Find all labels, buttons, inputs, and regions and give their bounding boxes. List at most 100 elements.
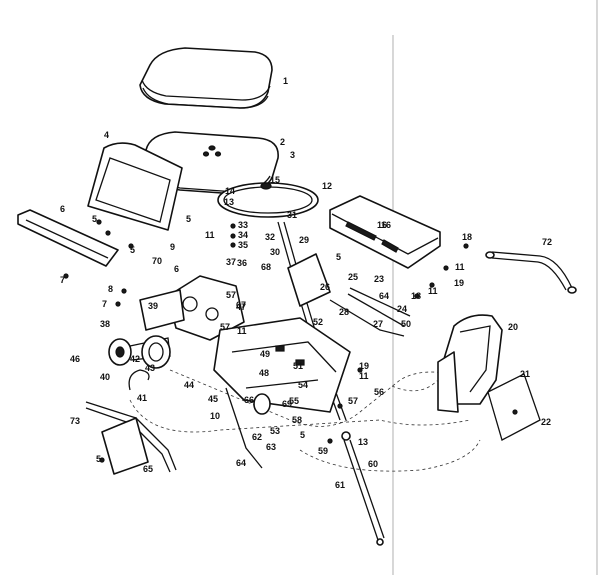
part-number-11: 11 — [455, 262, 465, 272]
part-number-18: 18 — [462, 232, 472, 242]
part-number-30: 30 — [270, 247, 280, 257]
part-number-38: 38 — [100, 319, 110, 329]
part-number-34: 34 — [238, 230, 248, 240]
lever-rod — [85, 401, 177, 473]
side-plate — [487, 373, 541, 441]
part-number-64: 64 — [379, 291, 389, 301]
part-number-59: 59 — [318, 446, 328, 456]
throttle-rod — [485, 251, 577, 294]
part-number-45: 45 — [208, 394, 218, 404]
part-number-64: 64 — [236, 458, 246, 468]
bracket — [287, 253, 331, 307]
part-number-56: 56 — [374, 387, 384, 397]
part-number-32: 32 — [265, 232, 275, 242]
part-number-15: 15 — [270, 175, 280, 185]
part-number-62: 62 — [252, 432, 262, 442]
part-number-53: 53 — [270, 426, 280, 436]
idler-pulley — [253, 393, 271, 415]
seat-cushion — [139, 47, 273, 109]
part-number-16: 16 — [381, 220, 391, 230]
part-number-49: 49 — [260, 349, 270, 359]
part-number-29: 29 — [299, 235, 309, 245]
part-number-52: 52 — [313, 317, 323, 327]
part-number-65: 65 — [143, 464, 153, 474]
part-number-63: 63 — [266, 442, 276, 452]
seat-emblem-label: 16 — [377, 220, 387, 230]
part-number-1: 1 — [283, 76, 288, 86]
hood-panel: 16 — [329, 195, 441, 269]
part-number-10: 10 — [210, 411, 220, 421]
part-number-42: 42 — [130, 354, 140, 364]
part-number-31: 31 — [287, 210, 297, 220]
mount-plate — [101, 417, 149, 475]
ground-outline — [299, 439, 481, 472]
part-number-35: 35 — [238, 240, 248, 250]
part-number-61: 61 — [335, 480, 345, 490]
part-number-11: 11 — [359, 371, 369, 381]
part-number-47: 47 — [236, 302, 246, 312]
part-number-50: 50 — [401, 319, 411, 329]
part-number-11: 11 — [237, 326, 247, 336]
ground-outline — [391, 379, 439, 392]
part-number-73: 73 — [70, 416, 80, 426]
frame-plate — [213, 317, 351, 413]
part-number-48: 48 — [259, 368, 269, 378]
part-number-46: 46 — [70, 354, 80, 364]
part-number-28: 28 — [339, 307, 349, 317]
shift-lever — [341, 431, 385, 546]
drive-belt — [129, 399, 471, 433]
part-number-11: 11 — [205, 230, 215, 240]
part-number-55: 55 — [289, 396, 299, 406]
part-number-13: 13 — [224, 197, 234, 207]
drive-pulley — [108, 335, 171, 369]
hardware-fasteners — [63, 219, 518, 463]
part-number-36: 36 — [237, 258, 247, 268]
part-number-5: 5 — [336, 252, 341, 262]
brake-rods — [329, 287, 411, 337]
retaining-clip — [128, 369, 150, 391]
part-number-44: 44 — [184, 380, 194, 390]
part-number-69: 69 — [282, 399, 292, 409]
part-number-66: 66 — [244, 395, 254, 405]
part-number-26: 26 — [320, 282, 330, 292]
part-number-6: 6 — [60, 204, 65, 214]
part-number-57: 57 — [220, 322, 230, 332]
part-number-12: 12 — [322, 181, 332, 191]
part-number-27: 27 — [373, 319, 383, 329]
part-number-5: 5 — [92, 214, 97, 224]
part-number-5: 5 — [130, 245, 135, 255]
part-number-25: 25 — [348, 272, 358, 282]
part-number-5: 5 — [96, 454, 101, 464]
part-number-51: 51 — [293, 361, 303, 371]
part-number-23: 23 — [374, 274, 384, 284]
part-number-21: 21 — [520, 369, 530, 379]
part-number-43: 43 — [145, 363, 155, 373]
part-number-6: 6 — [174, 264, 179, 274]
seat-mount-bar — [17, 209, 119, 267]
part-number-11: 11 — [428, 286, 438, 296]
part-number-22: 22 — [541, 417, 551, 427]
part-number-14: 14 — [225, 186, 235, 196]
part-number-19: 19 — [359, 361, 369, 371]
part-number-7: 7 — [102, 299, 107, 309]
part-number-54: 54 — [298, 380, 308, 390]
part-number-57: 57 — [226, 290, 236, 300]
part-number-3: 3 — [290, 150, 295, 160]
dash-tower — [139, 275, 245, 341]
part-number-8: 8 — [108, 284, 113, 294]
part-number-2: 2 — [280, 137, 285, 147]
part-number-68: 68 — [261, 262, 271, 272]
part-number-41: 41 — [137, 393, 147, 403]
part-number-9: 9 — [170, 242, 175, 252]
pedal-housing — [437, 314, 503, 413]
part-number-72: 72 — [542, 237, 552, 247]
part-number-4: 4 — [104, 130, 109, 140]
clutch-lever — [225, 387, 263, 469]
part-number-70: 70 — [152, 256, 162, 266]
part-number-39: 39 — [148, 301, 158, 311]
steering-wheel — [217, 182, 319, 218]
seat-back-frame — [87, 142, 183, 231]
part-number-7: 7 — [60, 275, 65, 285]
